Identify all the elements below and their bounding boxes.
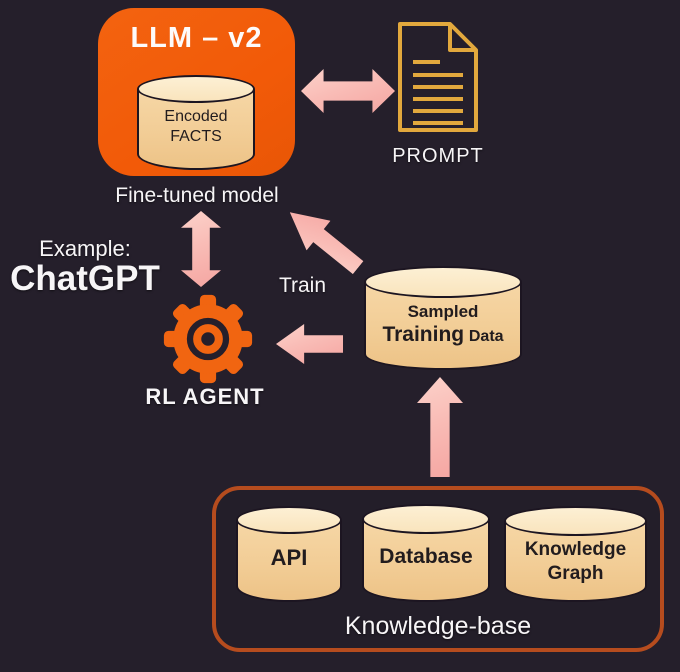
cylinder-top (364, 266, 522, 298)
encoded-facts-label: Encoded FACTS (137, 107, 255, 147)
knowledge-base-box: API Database Knowledge Graph Knowledge-b… (212, 486, 664, 652)
database-cylinder: Database (362, 504, 490, 602)
gear-icon (163, 294, 253, 384)
example-prefix: Example: (39, 236, 131, 261)
training-data-label: Sampled Training Data (364, 301, 522, 349)
model-agent-arrow (181, 211, 221, 287)
cylinder-top (362, 504, 490, 534)
rl-agent-label: RL AGENT (145, 384, 265, 409)
knowledge-graph-label: Knowledge Graph (524, 539, 627, 584)
api-cylinder: API (236, 506, 342, 602)
knowledge-base-caption: Knowledge-base (344, 612, 532, 640)
kb-to-data-arrow (417, 377, 463, 477)
training-data-cylinder: Sampled Training Data (364, 266, 522, 370)
fine-tuned-model-caption: Fine-tuned model (115, 184, 279, 207)
training-data-line1: Sampled (407, 302, 479, 321)
prompt-label: PROMPT (392, 145, 484, 167)
cylinder-top (236, 506, 342, 534)
model-prompt-arrow (301, 69, 395, 113)
document-icon (398, 22, 478, 132)
data-to-agent-arrow (276, 324, 343, 364)
encoded-facts-line1: Encoded (164, 108, 228, 125)
train-arrow (278, 198, 370, 283)
train-label: Train (278, 274, 327, 297)
knowledge-graph-cylinder: Knowledge Graph (504, 506, 647, 602)
database-label: Database (379, 545, 473, 568)
cylinder-top (137, 75, 255, 103)
api-label: API (270, 545, 308, 570)
training-data-line2-suffix: Data (468, 328, 504, 346)
cylinder-top (504, 506, 647, 536)
training-data-line2-main: Training (382, 323, 465, 347)
llm-box-title: LLM – v2 (130, 22, 263, 54)
encoded-facts-cylinder: Encoded FACTS (137, 75, 255, 170)
llm-model-box: LLM – v2 Encoded FACTS (98, 8, 295, 176)
example-name: ChatGPT (10, 259, 160, 298)
encoded-facts-line2: FACTS (170, 128, 222, 145)
